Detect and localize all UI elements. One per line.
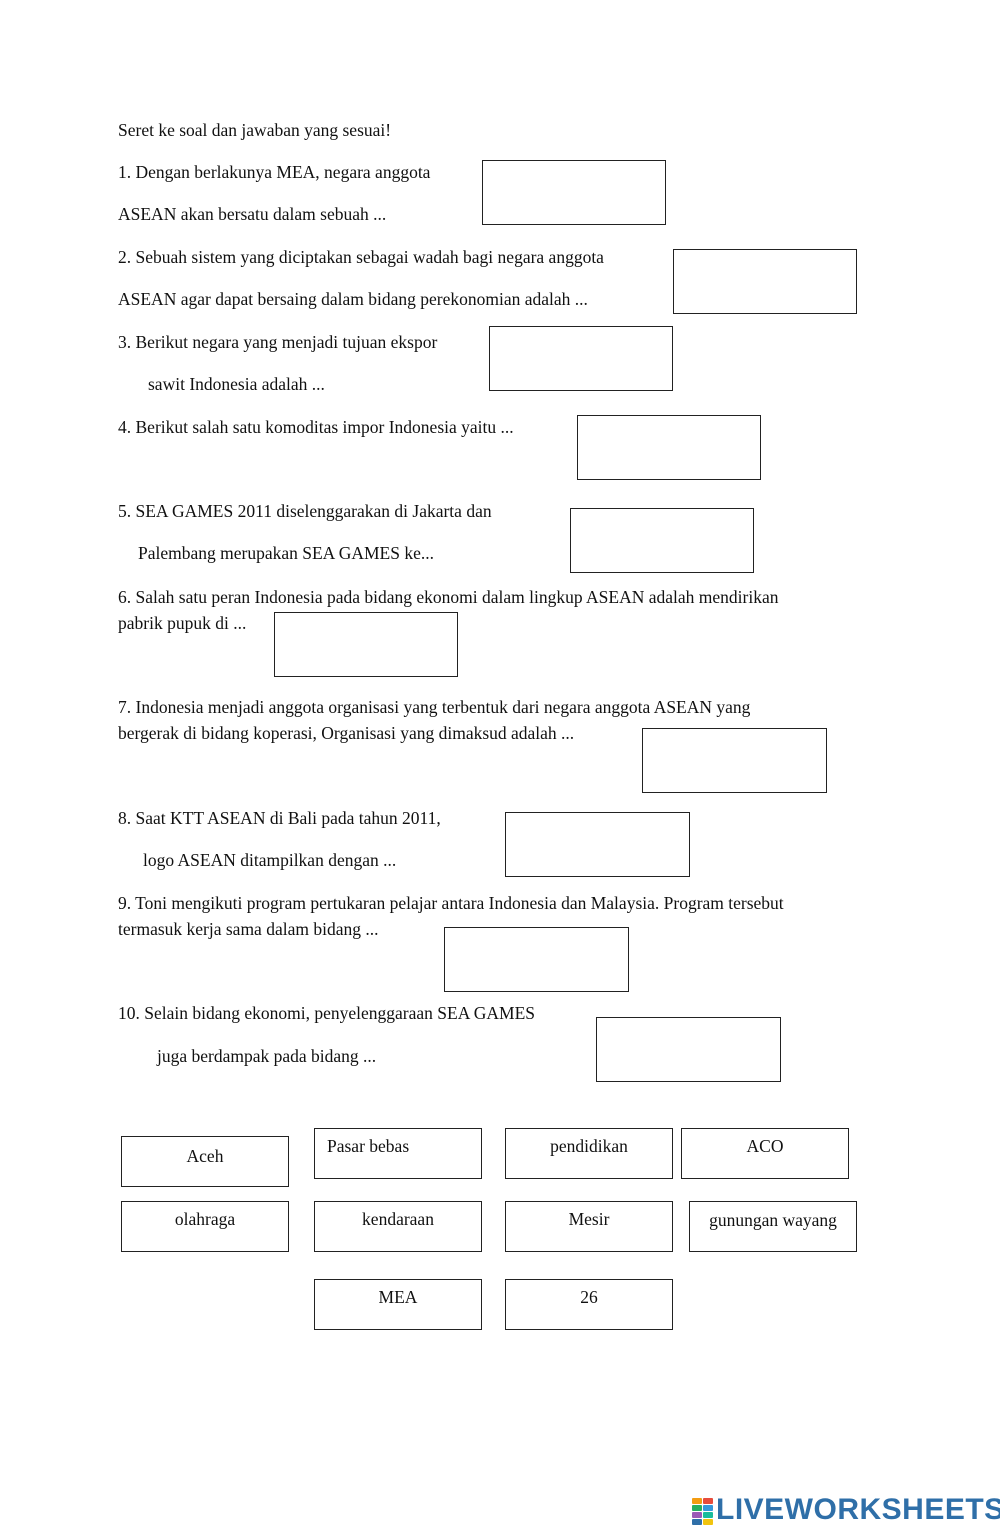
drop-zone-10[interactable] <box>596 1017 781 1082</box>
question-7-line-1: 7. Indonesia menjadi anggota organisasi … <box>118 697 751 717</box>
brand-name: LIVEWORKSHEETS <box>716 1493 1000 1526</box>
instruction-text: Seret ke soal dan jawaban yang sesuai! <box>118 120 392 140</box>
drop-zone-1[interactable] <box>482 160 666 225</box>
drop-zone-3[interactable] <box>489 326 673 391</box>
answer-tile-aceh[interactable]: Aceh <box>121 1136 289 1187</box>
answer-tile-mea[interactable]: MEA <box>314 1279 482 1330</box>
answer-tile-pendidikan[interactable]: pendidikan <box>505 1128 673 1179</box>
drop-zone-9[interactable] <box>444 927 629 992</box>
question-2-line-2: ASEAN agar dapat bersaing dalam bidang p… <box>118 289 588 309</box>
drop-zone-8[interactable] <box>505 812 690 877</box>
question-10-line-2: juga berdampak pada bidang ... <box>157 1046 377 1066</box>
answer-tile-gunungan-wayang[interactable]: gunungan wayang <box>689 1201 857 1252</box>
question-3-line-1: 3. Berikut negara yang menjadi tujuan ek… <box>118 332 438 352</box>
question-7-line-2: bergerak di bidang koperasi, Organisasi … <box>118 723 575 743</box>
answer-tile-mesir[interactable]: Mesir <box>505 1201 673 1252</box>
answer-tile-pasar-bebas[interactable]: Pasar bebas <box>314 1128 482 1179</box>
question-5-line-1: 5. SEA GAMES 2011 diselenggarakan di Jak… <box>118 501 492 521</box>
drop-zone-4[interactable] <box>577 415 761 480</box>
question-8-line-1: 8. Saat KTT ASEAN di Bali pada tahun 201… <box>118 808 441 828</box>
answer-tile-kendaraan[interactable]: kendaraan <box>314 1201 482 1252</box>
drop-zone-2[interactable] <box>673 249 857 314</box>
question-8-line-2: logo ASEAN ditampilkan dengan ... <box>143 850 397 870</box>
question-6-line-1: 6. Salah satu peran Indonesia pada bidan… <box>118 587 779 607</box>
drop-zone-7[interactable] <box>642 728 827 793</box>
drop-zone-5[interactable] <box>570 508 754 573</box>
question-2-line-1: 2. Sebuah sistem yang diciptakan sebagai… <box>118 247 604 267</box>
answer-tile-aco[interactable]: ACO <box>681 1128 849 1179</box>
question-9-line-2: termasuk kerja sama dalam bidang ... <box>118 919 379 939</box>
liveworksheets-logo-icon <box>692 1496 714 1525</box>
liveworksheets-brand: LIVEWORKSHEETS <box>692 1493 1000 1526</box>
question-5-line-2: Palembang merupakan SEA GAMES ke... <box>138 543 434 563</box>
answer-tile-olahraga[interactable]: olahraga <box>121 1201 289 1252</box>
question-10-line-1: 10. Selain bidang ekonomi, penyelenggara… <box>118 1003 536 1023</box>
answer-tile-26[interactable]: 26 <box>505 1279 673 1330</box>
question-4-line-1: 4. Berikut salah satu komoditas impor In… <box>118 417 514 437</box>
question-6-line-2: pabrik pupuk di ... <box>118 613 247 633</box>
drop-zone-6[interactable] <box>274 612 458 677</box>
question-9-line-1: 9. Toni mengikuti program pertukaran pel… <box>118 893 784 913</box>
question-1-line-1: 1. Dengan berlakunya MEA, negara anggota <box>118 162 431 182</box>
question-3-line-2: sawit Indonesia adalah ... <box>148 374 325 394</box>
question-1-line-2: ASEAN akan bersatu dalam sebuah ... <box>118 204 387 224</box>
